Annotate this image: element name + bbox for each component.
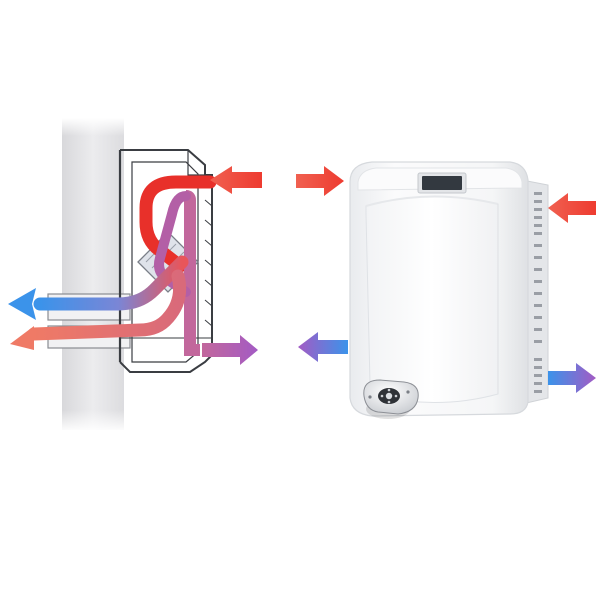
unit-intake-arrow-right: [548, 193, 596, 223]
unit-intake-arrow-left: [296, 166, 344, 196]
ventilation-unit: [349, 161, 549, 417]
unit-display: [417, 172, 467, 194]
unit-outflow-arrow-right: [548, 363, 596, 393]
supply-air-path: [184, 200, 200, 356]
cutaway-diagram: [8, 118, 262, 432]
unit-outflow-arrow-left: [298, 332, 348, 362]
wall: [62, 118, 124, 432]
warm-air-inlet-arrow: [210, 166, 262, 194]
exhaust-outflow: [10, 269, 187, 350]
fresh-air-inflow: [8, 255, 189, 320]
side-vent-slots: [534, 192, 542, 393]
unit-front-panel: [365, 196, 499, 403]
warm-air-path: [139, 175, 217, 273]
remote-control-icon: [363, 379, 419, 419]
supply-air-outlet-arrow: [202, 335, 258, 365]
